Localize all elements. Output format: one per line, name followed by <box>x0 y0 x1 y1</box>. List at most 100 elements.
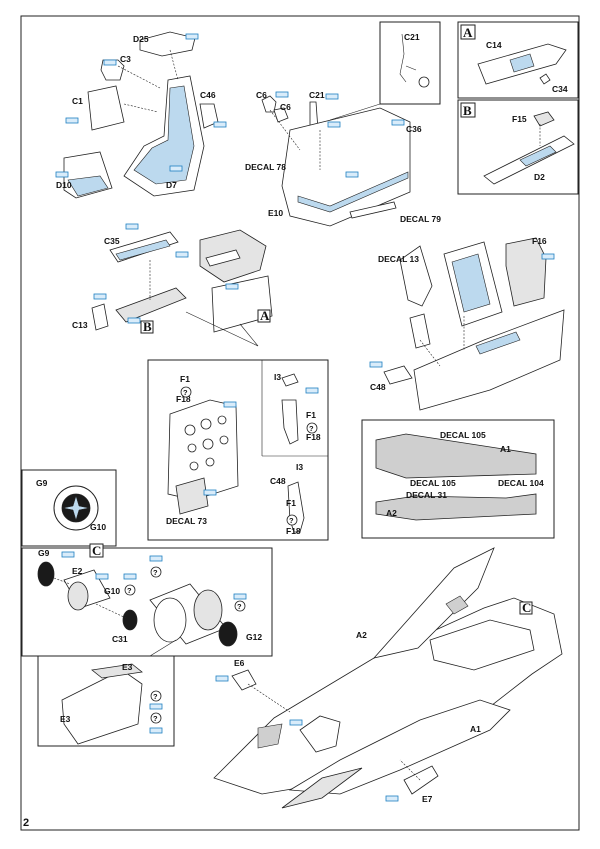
decal-79-strip <box>349 201 397 219</box>
label-c21-top: C21 <box>404 32 420 42</box>
part-g9 <box>37 561 55 587</box>
lower-fuselage-a1 <box>288 699 511 795</box>
part-g10-inset <box>62 495 90 521</box>
part-d10-cushion <box>67 175 109 197</box>
svg-text:?: ? <box>153 692 158 701</box>
part-e10-edge <box>297 171 409 213</box>
part-d7-photoetch <box>133 85 195 185</box>
pe-chip <box>125 223 139 230</box>
part-e3-b <box>91 663 143 679</box>
part-c13 <box>91 303 109 331</box>
pe-chip <box>223 401 237 408</box>
label-c48-b: C48 <box>270 476 286 486</box>
instrument-panel <box>167 399 239 501</box>
hint-mark: ? <box>234 600 246 612</box>
part-c1 <box>87 85 125 131</box>
cockpit-installed <box>299 715 341 753</box>
label-f18-b: F18 <box>306 432 321 442</box>
pe-chip <box>61 551 75 558</box>
label-decal104: DECAL 104 <box>498 478 544 488</box>
nose-grey-panel <box>257 723 283 749</box>
exhaust-cone <box>429 619 535 671</box>
label-d25: D25 <box>133 34 149 44</box>
label-g9-inset: G9 <box>36 478 48 488</box>
box-b-letter: B <box>463 103 472 118</box>
hint-mark: ? <box>306 422 318 434</box>
svg-text:?: ? <box>153 714 158 723</box>
vertical-tail <box>372 547 495 659</box>
panel-sheet <box>211 275 273 333</box>
box-a-ref <box>257 309 271 323</box>
hint-mark: ? <box>180 386 192 398</box>
box-c-ref <box>519 601 533 615</box>
pe-chip <box>225 283 239 290</box>
label-e3-a: E3 <box>122 662 133 672</box>
label-f1-b: F1 <box>306 410 316 420</box>
tub-photoetch <box>475 331 521 355</box>
pe-chip <box>95 573 109 580</box>
pe-chip <box>215 675 229 682</box>
part-c48-top <box>383 365 413 385</box>
box-a-tag <box>460 24 476 40</box>
hint-mark: ? <box>286 514 298 526</box>
pe-chip <box>289 719 303 726</box>
label-c6-a: C6 <box>256 90 267 100</box>
part-c14-detail <box>509 53 535 73</box>
exhaust-rear <box>193 589 223 631</box>
pe-chip <box>149 727 163 734</box>
fuselage-lower-view <box>375 493 537 521</box>
part-d2-detail <box>519 145 557 167</box>
seat-photoetch <box>451 253 491 313</box>
pe-chip <box>55 171 69 178</box>
label-decal105-b: DECAL 105 <box>410 478 456 488</box>
pe-chip <box>93 293 107 300</box>
svg-text:?: ? <box>309 424 314 433</box>
page-number: 2 <box>23 817 29 829</box>
svg-text:?: ? <box>153 568 158 577</box>
part-g12 <box>218 621 238 647</box>
part-b-tray <box>115 287 187 323</box>
nose-lower <box>281 767 363 809</box>
fuselage-grey-panel <box>445 595 469 615</box>
pe-chip <box>103 59 117 66</box>
label-c1: C1 <box>72 96 83 106</box>
label-f1-c: F1 <box>286 498 296 508</box>
panel-dials <box>184 415 229 471</box>
part-f16 <box>505 237 547 307</box>
label-c14: C14 <box>486 40 502 50</box>
part-c35-photoetch <box>115 239 171 261</box>
pe-chip <box>327 121 341 128</box>
label-e7: E7 <box>422 794 433 804</box>
hint-mark: ? <box>150 566 162 578</box>
pe-chip <box>169 165 183 172</box>
pe-chip <box>175 251 189 258</box>
label-i3-b: I3 <box>296 462 303 472</box>
label-decal13: DECAL 13 <box>378 254 419 264</box>
pe-chip <box>369 361 383 368</box>
pe-chip <box>203 489 217 496</box>
fuselage-assembly <box>213 547 563 809</box>
pe-chip <box>213 121 227 128</box>
label-decal105-a: DECAL 105 <box>440 430 486 440</box>
pe-chip <box>233 593 247 600</box>
label-c13: C13 <box>72 320 88 330</box>
part-f15 <box>533 111 555 127</box>
pe-chip <box>127 317 141 324</box>
svg-text:?: ? <box>237 602 242 611</box>
label-d2: D2 <box>534 172 545 182</box>
pe-chip <box>305 387 319 394</box>
label-c3: C3 <box>120 54 131 64</box>
page-border <box>20 15 580 831</box>
label-g10: G10 <box>104 586 120 596</box>
label-c6-b: C6 <box>280 102 291 112</box>
box-b-tag <box>460 102 476 118</box>
box-b-ref-letter: B <box>143 319 152 334</box>
fuselage-upper-view <box>375 433 537 479</box>
label-a2: A2 <box>356 630 367 640</box>
rear-bulkhead <box>409 313 431 349</box>
pedal-assembly <box>281 399 299 445</box>
label-c48-top: C48 <box>370 382 386 392</box>
part-c6b <box>273 107 289 123</box>
label-e6: E6 <box>234 658 245 668</box>
